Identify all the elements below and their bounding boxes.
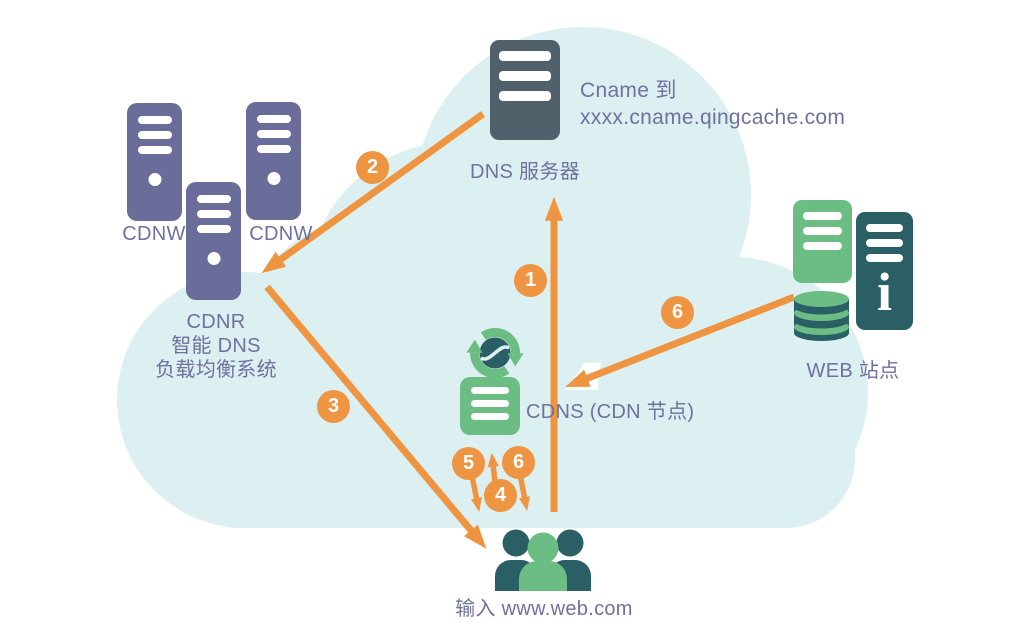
cdnw-left-server-icon [127,103,182,221]
cname-line1: Cname 到 [580,79,677,102]
users-icon [495,529,591,591]
arrow-step2 [261,111,486,274]
power-dot [148,173,161,186]
info-server-icon: i [856,212,913,330]
step-badge-6-origin: 6 [661,296,694,329]
step-badge-4: 4 [484,479,517,512]
cdns-label: CDNS (CDN 节点) [526,401,695,423]
power-dot [267,172,280,185]
cdnr-label-line3: 负载均衡系统 [155,359,277,381]
step-badge-5: 5 [452,447,485,480]
power-dot [207,252,220,265]
arrow-step3 [264,284,487,549]
cdnw-left-label: CDNW [122,223,186,245]
cname-line2: xxxx.cname.qingcache.com [580,106,846,129]
dns-server-label: DNS 服务器 [470,161,580,183]
cdnw-right-server-icon [246,102,301,220]
step-badge-1: 1 [514,264,547,297]
cdnr-label-line1: CDNR [186,311,246,333]
cdnr-label-line2: 智能 DNS [171,335,261,357]
step-badge-2: 2 [356,151,389,184]
cdns-node-icon [460,377,520,435]
server-bars [127,116,182,154]
cdnr-label: CDNR 智能 DNS 负载均衡系统 [116,310,316,382]
cdnw-right-label: CDNW [249,223,313,245]
cdnr-server-icon [186,182,241,300]
server-bars [856,224,913,262]
user-input-label: 输入 www.web.com [455,598,633,620]
server-bars [460,387,520,420]
web-site-label: WEB 站点 [806,360,900,382]
server-bars [793,212,852,250]
web-server-green-icon [793,200,852,283]
database-icon [794,291,849,341]
server-bars [490,51,560,101]
info-icon: i [876,262,892,322]
cname-annotation: Cname 到 xxxx.cname.qingcache.com [580,77,845,131]
step-badge-3: 3 [317,390,350,423]
step-badge-6-node: 6 [502,446,535,479]
arrow-step6-origin [565,293,796,388]
server-bars [246,115,301,153]
server-bars [186,195,241,233]
dns-server-icon [490,40,560,140]
sync-icon [466,328,524,378]
